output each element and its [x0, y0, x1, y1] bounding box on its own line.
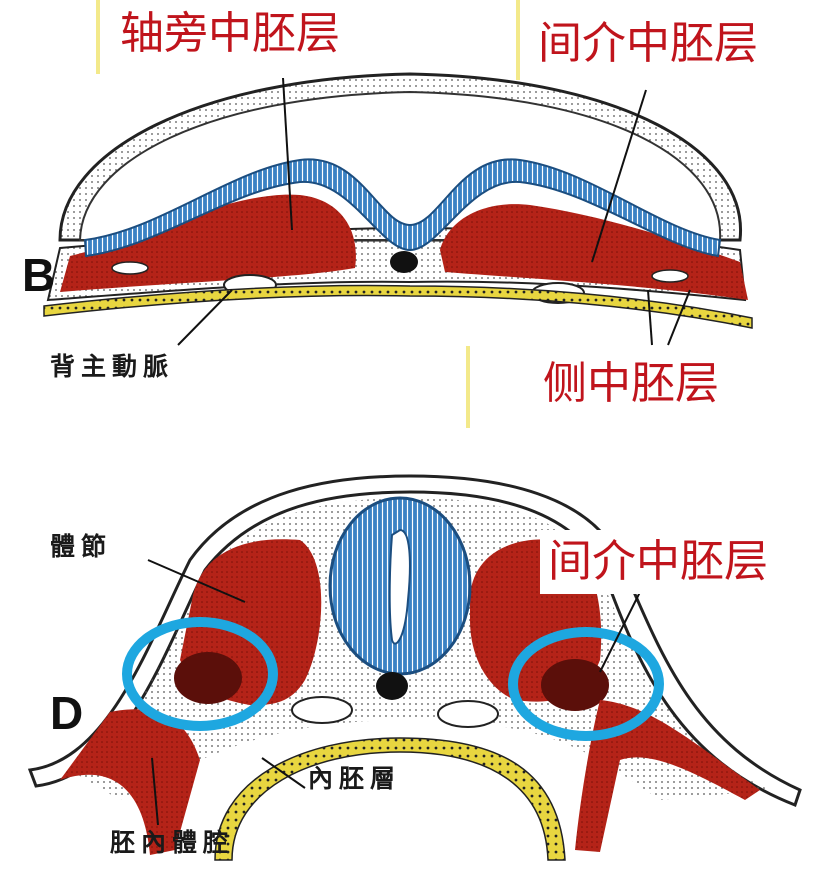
highlight-bar — [96, 0, 100, 74]
label-intermediate-mesoderm-bottom: 间介中胚层 — [540, 530, 776, 594]
notochord — [390, 251, 418, 273]
label-lateral-mesoderm: 侧中胚层 — [543, 362, 719, 406]
highlight-bar — [516, 0, 520, 80]
label-intermediate-mesoderm-top: 间介中胚层 — [532, 22, 764, 66]
notochord — [376, 672, 408, 700]
panel-letter-d: D — [50, 690, 83, 736]
panel-letter-b: B — [22, 252, 55, 298]
label-somite: 體節 — [50, 534, 112, 559]
leader-line — [648, 290, 652, 345]
label-dorsal-aorta: 背主動脈 — [50, 354, 174, 379]
dorsal-aorta-left — [292, 697, 352, 723]
label-paraxial-mesoderm: 轴旁中胚层 — [120, 12, 340, 56]
leader-line — [668, 290, 690, 345]
intermediate-mesoderm-left — [174, 652, 242, 704]
endoderm — [215, 738, 565, 860]
label-intraembryonic-coelom: 胚內體腔 — [110, 830, 234, 855]
cavity-right — [652, 270, 688, 282]
intermediate-mesoderm-right — [541, 659, 609, 711]
dorsal-aorta-right — [438, 701, 498, 727]
label-endoderm: 內胚層 — [308, 766, 401, 791]
cavity-left — [112, 262, 148, 274]
highlight-bar — [466, 346, 470, 428]
